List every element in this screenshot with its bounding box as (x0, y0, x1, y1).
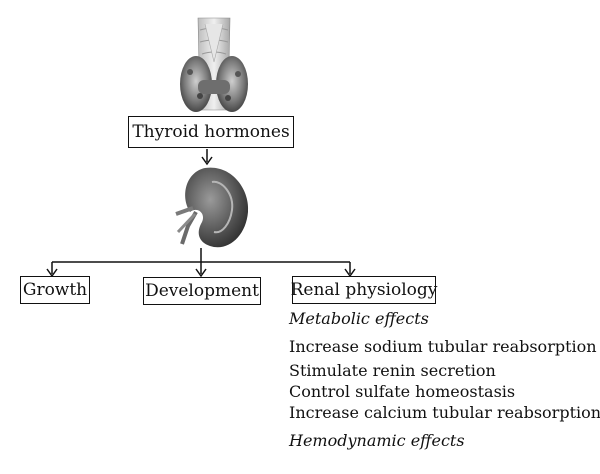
metabolic-item: Control sulfate homeostasis (289, 382, 516, 401)
metabolic-item: Increase calcium tubular reabsorption (289, 403, 600, 422)
thyroid-gland-icon (180, 17, 248, 112)
kidney-icon (175, 167, 249, 248)
development-box: Development (143, 277, 261, 305)
metabolic-item: Stimulate renin secretion (289, 361, 496, 380)
hemodynamic-effects-heading: Hemodynamic effects (289, 431, 465, 450)
metabolic-effects-heading: Metabolic effects (289, 309, 429, 328)
growth-box: Growth (20, 276, 90, 304)
thyroid-hormones-box: Thyroid hormones (128, 116, 294, 148)
metabolic-item: Increase sodium tubular reabsorption (289, 337, 597, 356)
renal-physiology-box: Renal physiology (291, 276, 437, 304)
